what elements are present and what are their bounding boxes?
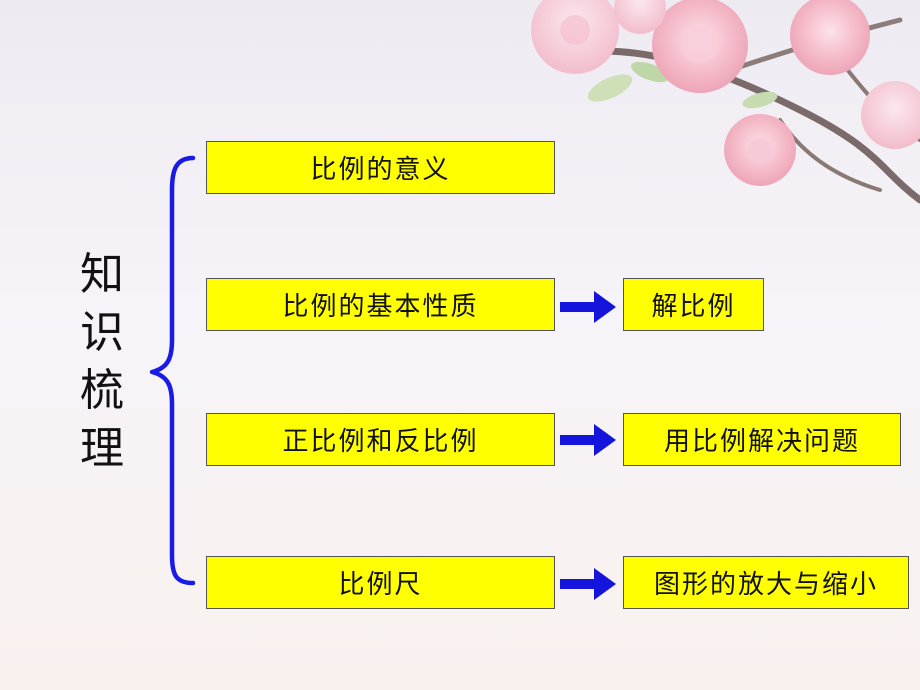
right-arrow-icon (560, 291, 616, 323)
title-char: 识 (80, 307, 124, 358)
concept-box-direct-inverse: 正比例和反比例 (206, 413, 555, 466)
right-arrow-icon (560, 424, 616, 456)
result-label: 解比例 (651, 292, 736, 322)
title-char: 理 (80, 423, 124, 474)
title-char: 知 (80, 249, 124, 300)
result-box-solve-problems: 用比例解决问题 (623, 413, 901, 466)
concept-box-meaning: 比例的意义 (206, 141, 555, 194)
result-label: 图形的放大与缩小 (653, 570, 878, 600)
concept-box-scale: 比例尺 (206, 556, 555, 609)
concept-label: 比例的基本性质 (282, 292, 479, 322)
concept-label: 比例尺 (338, 570, 423, 600)
result-label: 用比例解决问题 (663, 427, 860, 457)
page-title: 知 识 梳 理 (72, 246, 132, 478)
title-char: 梳 (80, 365, 124, 416)
result-box-enlarge-shrink: 图形的放大与缩小 (623, 556, 909, 609)
result-box-solve-proportion: 解比例 (623, 278, 764, 331)
right-arrow-icon (560, 568, 616, 600)
concept-label: 比例的意义 (310, 155, 451, 185)
concept-label: 正比例和反比例 (282, 427, 479, 457)
concept-box-basic-property: 比例的基本性质 (206, 278, 555, 331)
